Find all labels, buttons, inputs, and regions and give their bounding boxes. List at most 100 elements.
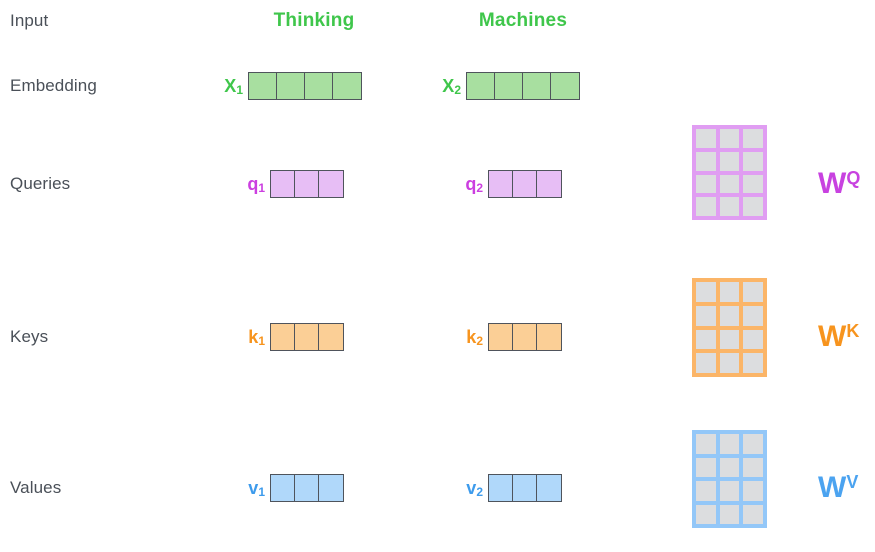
matrix-cell xyxy=(696,174,716,194)
vector-label-v2: v2 xyxy=(466,478,483,499)
vector-x1: X1 xyxy=(218,72,362,100)
vector-cell xyxy=(537,324,561,350)
vector-cell xyxy=(333,73,361,99)
matrix-cell xyxy=(696,129,716,148)
column-header-thinking: Thinking xyxy=(273,10,355,31)
vector-cell xyxy=(277,73,305,99)
matrix-cell xyxy=(743,129,763,148)
matrix-cell xyxy=(719,434,740,454)
matrix-cell xyxy=(696,481,716,501)
vector-k2: k2 xyxy=(458,323,562,351)
vector-subscript: 1 xyxy=(258,181,265,195)
matrix-cell xyxy=(719,174,740,194)
vector-cell xyxy=(319,475,343,501)
vector-label-x2: X2 xyxy=(442,76,461,97)
vector-cells-k1 xyxy=(270,323,344,351)
vector-cell xyxy=(295,475,319,501)
matrix-cell xyxy=(696,151,716,171)
matrix-cell xyxy=(743,504,763,524)
matrix-cell xyxy=(719,329,740,350)
vector-cell xyxy=(537,475,561,501)
matrix-cell xyxy=(743,282,763,302)
weight-matrix-k xyxy=(692,278,767,377)
vector-cell xyxy=(319,171,343,197)
vector-cell xyxy=(295,171,319,197)
matrix-cell xyxy=(696,353,716,373)
vector-x2: X2 xyxy=(436,72,580,100)
matrix-cell xyxy=(696,305,716,326)
matrix-cell xyxy=(719,457,740,477)
vector-cell xyxy=(295,324,319,350)
vector-cell xyxy=(537,171,561,197)
vector-cell xyxy=(523,73,551,99)
matrix-cell xyxy=(719,481,740,501)
vector-subscript: 2 xyxy=(476,181,483,195)
vector-v2: v2 xyxy=(458,474,562,502)
row-label-input: Input xyxy=(10,11,49,30)
vector-subscript: 1 xyxy=(258,485,265,499)
vector-q1: q1 xyxy=(240,170,344,198)
matrix-cell xyxy=(719,504,740,524)
matrix-cell xyxy=(719,282,740,302)
vector-cells-k2 xyxy=(488,323,562,351)
matrix-cell xyxy=(696,434,716,454)
column-header-machines: Machines xyxy=(478,10,568,31)
matrix-cell xyxy=(743,353,763,373)
matrix-label-wq: WQ xyxy=(818,167,861,200)
matrix-cell xyxy=(743,434,763,454)
weight-matrix-v xyxy=(692,430,767,528)
matrix-cell xyxy=(719,129,740,148)
vector-cells-q1 xyxy=(270,170,344,198)
vector-cell xyxy=(271,475,295,501)
vector-label-q2: q2 xyxy=(465,174,483,195)
matrix-cell xyxy=(719,151,740,171)
vector-subscript: 1 xyxy=(236,83,243,97)
matrix-superscript: K xyxy=(846,321,860,341)
vector-cell xyxy=(495,73,523,99)
matrix-cell xyxy=(719,197,740,216)
matrix-superscript: Q xyxy=(846,168,861,188)
vector-k1: k1 xyxy=(240,323,344,351)
vector-cell xyxy=(489,324,513,350)
matrix-cell xyxy=(696,457,716,477)
matrix-cell xyxy=(743,197,763,216)
matrix-cell xyxy=(696,197,716,216)
matrix-cell xyxy=(696,282,716,302)
vector-cell xyxy=(513,475,537,501)
vector-cell xyxy=(319,324,343,350)
matrix-label-wv: WV xyxy=(818,471,859,504)
matrix-cell xyxy=(696,329,716,350)
matrix-cell xyxy=(743,457,763,477)
row-label-keys: Keys xyxy=(10,327,49,346)
vector-cell xyxy=(305,73,333,99)
vector-cell xyxy=(551,73,579,99)
vector-cells-x2 xyxy=(466,72,580,100)
vector-subscript: 2 xyxy=(476,485,483,499)
vector-v1: v1 xyxy=(240,474,344,502)
row-label-embedding: Embedding xyxy=(10,76,97,95)
vector-cells-v2 xyxy=(488,474,562,502)
matrix-cell xyxy=(719,305,740,326)
row-label-values: Values xyxy=(10,478,62,497)
matrix-cell xyxy=(743,329,763,350)
matrix-superscript: V xyxy=(846,472,859,492)
vector-cell xyxy=(271,171,295,197)
vector-label-k1: k1 xyxy=(248,327,265,348)
matrix-cell xyxy=(743,174,763,194)
vector-label-k2: k2 xyxy=(466,327,483,348)
row-label-queries: Queries xyxy=(10,174,71,193)
vector-label-v1: v1 xyxy=(248,478,265,499)
matrix-cell xyxy=(743,305,763,326)
vector-subscript: 2 xyxy=(454,83,461,97)
matrix-cell xyxy=(696,504,716,524)
matrix-cell xyxy=(743,481,763,501)
vector-cell xyxy=(249,73,277,99)
vector-subscript: 1 xyxy=(258,334,265,348)
vector-label-q1: q1 xyxy=(247,174,265,195)
matrix-label-wk: WK xyxy=(818,320,860,353)
vector-cell xyxy=(489,171,513,197)
vector-cell xyxy=(271,324,295,350)
vector-cells-v1 xyxy=(270,474,344,502)
vector-cells-q2 xyxy=(488,170,562,198)
